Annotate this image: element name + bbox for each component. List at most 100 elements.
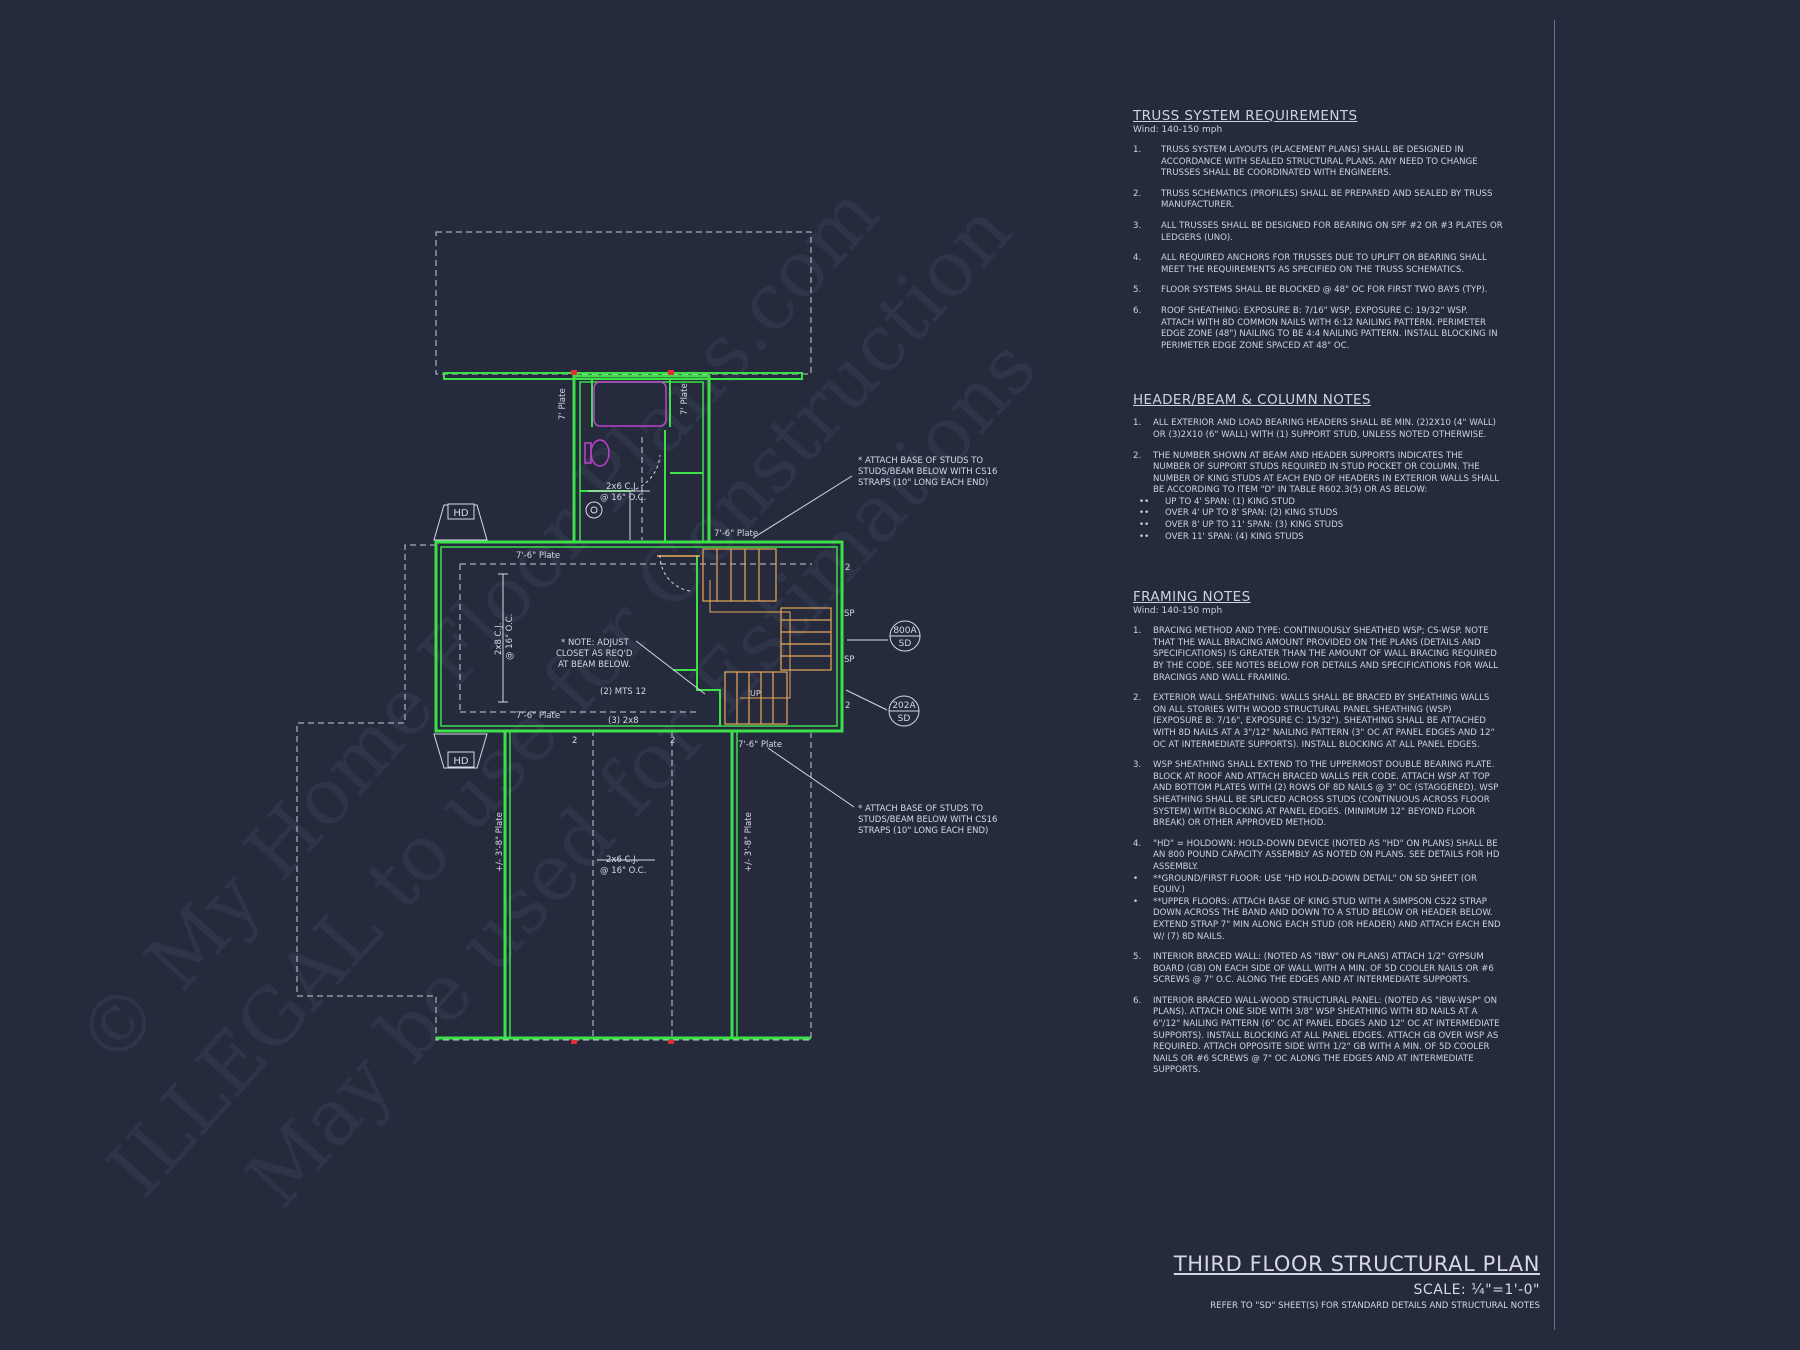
wall-main-room xyxy=(434,540,844,733)
strap-markers xyxy=(571,370,674,1044)
wall-top-beam xyxy=(443,372,803,380)
leader-closet-note xyxy=(635,640,706,695)
attach-note-1-line-2: STUDS/BEAM BELOW WITH CS16 xyxy=(858,467,997,477)
oc-label-bath: @ 16" O.C. xyxy=(600,493,646,503)
walls xyxy=(434,372,844,1040)
holdown-blocks xyxy=(433,503,488,769)
cj-label-lower: 2x6 C.J. xyxy=(606,855,638,865)
stud-count-1: 2 xyxy=(845,563,850,573)
truss-title: TRUSS SYSTEM REQUIREMENTS xyxy=(1133,108,1358,124)
plan-scale: SCALE: ¼"=1'-0" xyxy=(1413,1282,1540,1298)
holdown-bottom xyxy=(433,733,488,769)
attach-note-2-line-1: * ATTACH BASE OF STUDS TO xyxy=(858,804,983,814)
callout-2-sheet: SD xyxy=(898,714,911,724)
plan-reference-note: REFER TO "SD" SHEET(S) FOR STANDARD DETA… xyxy=(1210,1301,1540,1311)
leader-callout-2 xyxy=(845,689,888,711)
header-note: 1.ALL EXTERIOR AND LOAD BEARING HEADERS … xyxy=(1133,418,1497,440)
framing-note: 5.INTERIOR BRACED WALL: (NOTED AS "IBW" … xyxy=(1133,952,1494,986)
truss-list: 1.TRUSS SYSTEM LAYOUTS (PLACEMENT PLANS)… xyxy=(1133,145,1503,352)
title-block: THIRD FLOOR STRUCTURAL PLAN SCALE: ¼"=1'… xyxy=(1174,1252,1540,1311)
cj-label-main: 2x8 C.J. xyxy=(494,623,504,655)
section-callouts xyxy=(888,620,921,727)
fixtures xyxy=(584,381,667,467)
stud-count-2: 2 xyxy=(845,701,850,711)
truss-note: 3.ALL TRUSSES SHALL BE DESIGNED FOR BEAR… xyxy=(1133,220,1503,243)
plate-label-bottom-left: 7'-6" Plate xyxy=(516,711,560,721)
header-bullet: ••OVER 4' UP TO 8' SPAN: (2) KING STUDS xyxy=(1139,508,1338,519)
framing-note: 4."HD" = HOLDOWN: HOLD-DOWN DEVICE (NOTE… xyxy=(1133,838,1500,872)
truss-note: 5.FLOOR SYSTEMS SHALL BE BLOCKED @ 48" O… xyxy=(1133,285,1488,296)
dashed-outlines xyxy=(296,231,812,1041)
lavatory xyxy=(585,501,603,519)
doors xyxy=(585,454,691,592)
stair-up-label: UP xyxy=(750,689,761,698)
attach-note-2-line-2: STUDS/BEAM BELOW WITH CS16 xyxy=(858,815,997,825)
stair-run-upper xyxy=(702,548,777,602)
plate-label-stair-top: 7'-6" Plate xyxy=(714,529,758,539)
toilet-tank xyxy=(584,442,592,464)
wall-stair-landing xyxy=(673,669,721,726)
stairs xyxy=(657,548,832,725)
plate-label-top-left: 7'-6" Plate xyxy=(516,551,560,561)
attach-note-2-line-3: STRAPS (10" LONG EACH END) xyxy=(858,826,988,836)
framing-note: 6.INTERIOR BRACED WALL-WOOD STRUCTURAL P… xyxy=(1133,995,1500,1076)
closet-note-line-2: CLOSET AS REQ'D xyxy=(556,649,633,659)
wall-main-room-inner xyxy=(440,546,838,727)
callout-1-sheet: SD xyxy=(899,639,912,649)
leader-attach-1 xyxy=(752,475,853,539)
truss-wind: Wind: 140-150 mph xyxy=(1133,125,1223,135)
oc-label-main: @ 16" O.C. xyxy=(505,614,515,660)
sp-label-2: SP xyxy=(844,655,855,665)
attach-note-1-line-3: STRAPS (10" LONG EACH END) xyxy=(858,478,988,488)
plate-label-bath-right: 7' Plate xyxy=(680,383,690,415)
upper-roof-outline xyxy=(435,231,812,375)
framing-wind: Wind: 140-150 mph xyxy=(1133,606,1223,617)
closet-note-line-3: AT BEAM BELOW. xyxy=(558,660,631,670)
plate-label-lower-left: +/- 3'-8" Plate xyxy=(495,812,505,872)
truss-note: 2.TRUSS SCHEMATICS (PROFILES) SHALL BE P… xyxy=(1133,188,1493,211)
closet-note-line-1: * NOTE: ADJUST xyxy=(561,638,630,648)
framing-note: 1.BRACING METHOD AND TYPE: CONTINUOUSLY … xyxy=(1133,626,1498,683)
framing-title: FRAMING NOTES xyxy=(1133,589,1251,606)
stud-count-4: 2 xyxy=(670,736,675,746)
plate-label-lower-right: +/- 3'-8" Plate xyxy=(744,812,754,872)
bathtub xyxy=(593,381,667,427)
callout-1-number: 800A xyxy=(893,626,917,636)
truss-note: 4.ALL REQUIRED ANCHORS FOR TRUSSES DUE T… xyxy=(1133,253,1487,275)
stair-run-right xyxy=(780,607,832,671)
header-bullet: ••OVER 8' UP TO 11' SPAN: (3) KING STUDS xyxy=(1139,520,1344,531)
framing-bullet: •**GROUND/FIRST FLOOR: USE "HD HOLD-DOWN… xyxy=(1133,873,1477,896)
framing-note: 2.EXTERIOR WALL SHEATHING: WALLS SHALL B… xyxy=(1133,693,1495,750)
mts-label: (2) MTS 12 xyxy=(600,687,646,697)
framing-bullet: •**UPPER FLOORS: ATTACH BASE OF KING STU… xyxy=(1133,896,1501,942)
framing-note: 3.WSP SHEATHING SHALL EXTEND TO THE UPPE… xyxy=(1133,760,1499,829)
header-bullet: ••OVER 11' SPAN: (4) KING STUDS xyxy=(1139,531,1304,542)
header-note: 2.THE NUMBER SHOWN AT BEAM AND HEADER SU… xyxy=(1133,450,1500,496)
header-title: HEADER/BEAM & COLUMN NOTES xyxy=(1133,392,1371,409)
truss-note: 1.TRUSS SYSTEM LAYOUTS (PLACEMENT PLANS)… xyxy=(1133,145,1478,179)
stud-count-3: 2 xyxy=(572,736,577,746)
plan-title: THIRD FLOOR STRUCTURAL PLAN xyxy=(1173,1252,1540,1276)
wall-bath xyxy=(572,374,711,542)
cj-label-bath: 2x6 C.J. xyxy=(606,482,638,492)
general-notes: TRUSS SYSTEM REQUIREMENTS Wind: 140-150 … xyxy=(1133,108,1503,1086)
hd-label-bottom: HD xyxy=(453,756,469,767)
sheet-border-line xyxy=(1554,20,1555,1330)
framing-notes: FRAMING NOTES Wind: 140-150 mph 1.BRACIN… xyxy=(1133,589,1503,1077)
leader-attach-2 xyxy=(767,747,855,808)
dimension-lines xyxy=(498,475,888,861)
plate-label-stair-bottom: 7'-6" Plate xyxy=(738,740,782,750)
truss-note: 6.ROOF SHEATHING: EXPOSURE B: 7/16" WSP,… xyxy=(1133,305,1498,351)
callout-2-number: 202A xyxy=(892,701,916,711)
plate-label-bath-left: 7' Plate xyxy=(558,388,568,420)
header-bullet: ••UP TO 4' SPAN: (1) KING STUD xyxy=(1139,496,1296,507)
plan-labels: HD HD 7'-6" Plate 7'-6" Plate 7'-6" Plat… xyxy=(453,383,997,876)
header-notes: HEADER/BEAM & COLUMN NOTES 1.ALL EXTERIO… xyxy=(1133,392,1503,543)
attach-note-1-line-1: * ATTACH BASE OF STUDS TO xyxy=(858,456,983,466)
stair-walkline xyxy=(709,580,791,699)
lower-roof-outline xyxy=(296,544,812,1041)
toilet xyxy=(590,439,610,467)
sp-label-1: SP xyxy=(844,609,855,619)
